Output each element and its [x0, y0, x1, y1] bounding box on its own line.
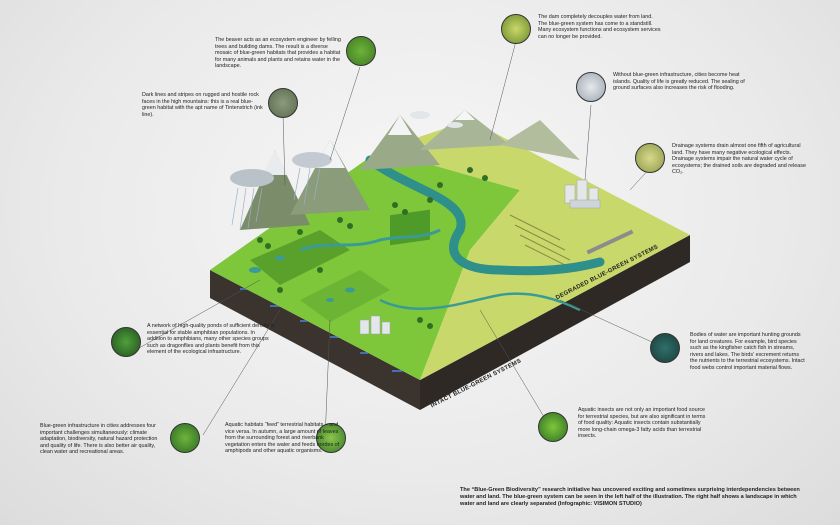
field-patch: [300, 270, 390, 322]
annotation-beaver: The beaver acts as an ecosystem engineer…: [215, 37, 341, 70]
annotation-ponds: A network of high-quality ponds of suffi…: [147, 323, 275, 356]
amphibian-icon: [111, 327, 141, 357]
city-blocks-green: [359, 315, 391, 335]
annotation-drainage: Drainage systems drain almost one fifth …: [672, 143, 806, 176]
river: [365, 155, 605, 276]
connector-lines: [131, 40, 666, 441]
ponds: [249, 255, 355, 302]
stream: [379, 292, 581, 312]
intact-surface: [210, 150, 520, 380]
drainage-icon: [635, 143, 665, 173]
dam-icon: [501, 14, 531, 44]
city-icon: [576, 72, 606, 102]
annotation-dam: The dam completely decouples water from …: [538, 14, 661, 40]
beaver-icon: [346, 36, 376, 66]
field-patch: [250, 230, 350, 285]
soil-block-left: [210, 270, 420, 410]
annotation-hunting: Bodies of water are important hunting gr…: [690, 332, 805, 371]
dam: [586, 229, 634, 255]
figure-caption: The “Blue-Green Biodiversity” research i…: [460, 487, 800, 508]
stream: [299, 228, 441, 252]
soil-block-right: [420, 235, 690, 410]
leaves-icon: [316, 423, 346, 453]
rock-face-icon: [268, 88, 298, 118]
city-blocks-degraded: [564, 179, 601, 209]
trees: [257, 167, 488, 329]
annotation-feed: Aquatic habitats “feed” terrestrial habi…: [225, 422, 340, 455]
kingfisher-icon: [650, 333, 680, 363]
meadow-grid: [390, 209, 430, 246]
annotation-cities-infra: Blue-green infrastructure in cities addr…: [40, 423, 158, 456]
annotation-city: Without blue-green infrastructure, citie…: [613, 72, 745, 92]
annotation-insects: Aquatic insects are not only an importan…: [578, 407, 706, 440]
aquatic-insect-icon: [538, 412, 568, 442]
urban-green-icon: [170, 423, 200, 453]
annotation-ink-line: Dark lines and stripes on rugged and hos…: [142, 92, 263, 118]
rain-clouds: [230, 111, 463, 231]
